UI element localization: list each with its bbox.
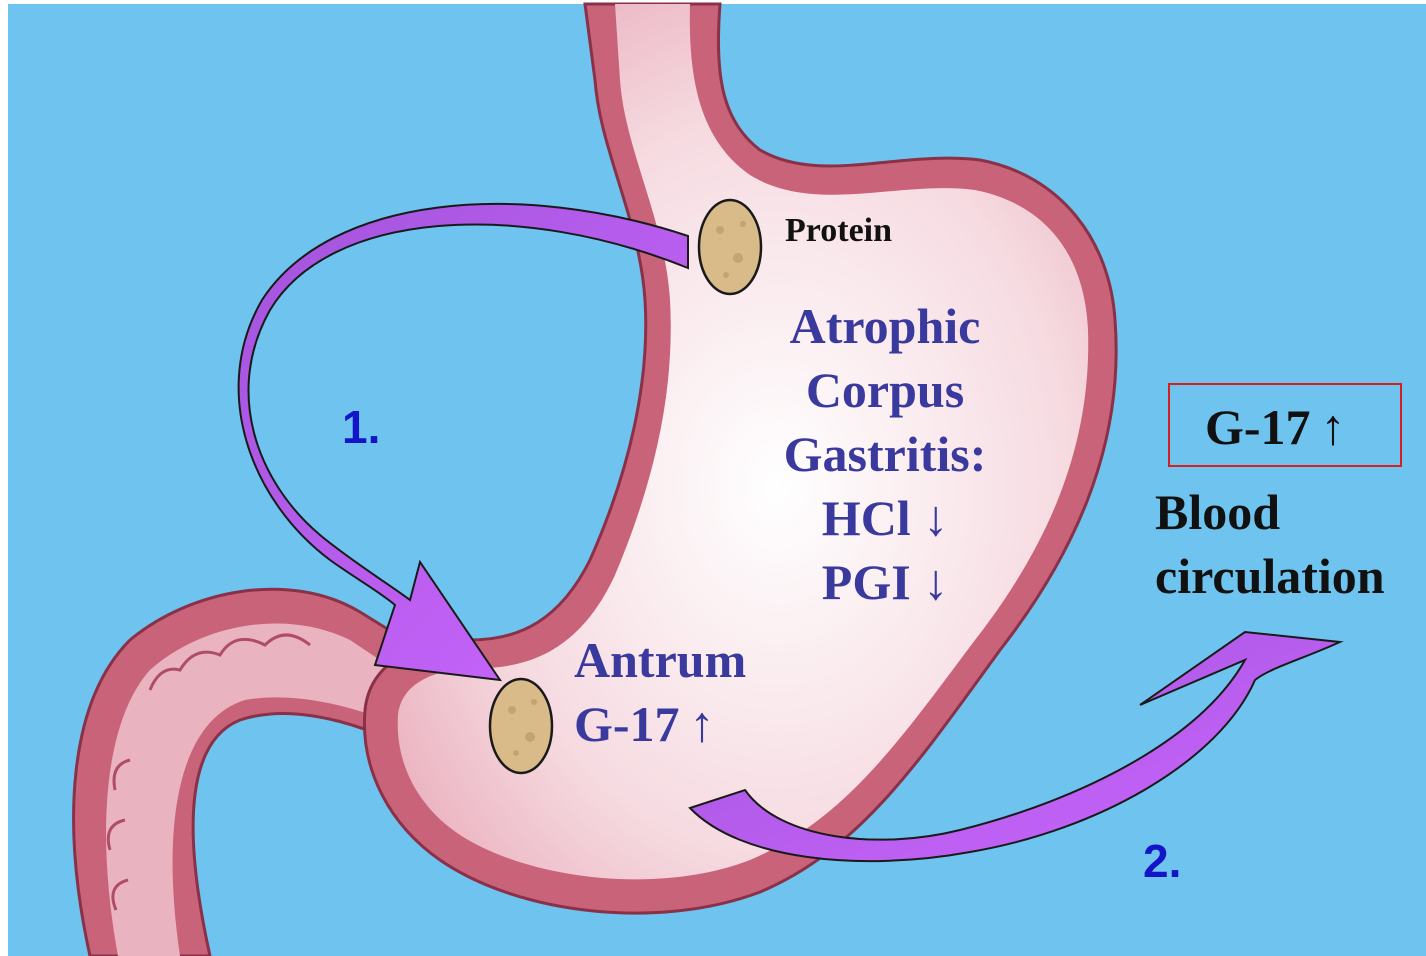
pgi-line: PGI ↓	[770, 550, 1000, 614]
antrum-label: Antrum G-17 ↑	[574, 628, 746, 756]
protein-ball-icon	[699, 200, 761, 294]
blood-circulation-label: Blood circulation	[1155, 480, 1385, 608]
blood-line: Blood	[1155, 480, 1385, 544]
circulation-line: circulation	[1155, 544, 1385, 608]
protein-label: Protein	[785, 212, 892, 250]
step-2-label: 2.	[1143, 834, 1181, 888]
atrophic-gastritis-label: Atrophic Corpus Gastritis: HCl ↓ PGI ↓	[770, 294, 1000, 614]
corpus-line: Corpus	[770, 358, 1000, 422]
antrum-g17-line: G-17 ↑	[574, 692, 746, 756]
antrum-line: Antrum	[574, 628, 746, 692]
protein-ball-antrum-icon	[490, 679, 552, 773]
g17-box-label: G-17 ↑	[1205, 398, 1346, 456]
step-1-label: 1.	[342, 400, 380, 454]
hcl-line: HCl ↓	[770, 486, 1000, 550]
gastritis-line: Gastritis:	[770, 422, 1000, 486]
atrophic-line: Atrophic	[770, 294, 1000, 358]
